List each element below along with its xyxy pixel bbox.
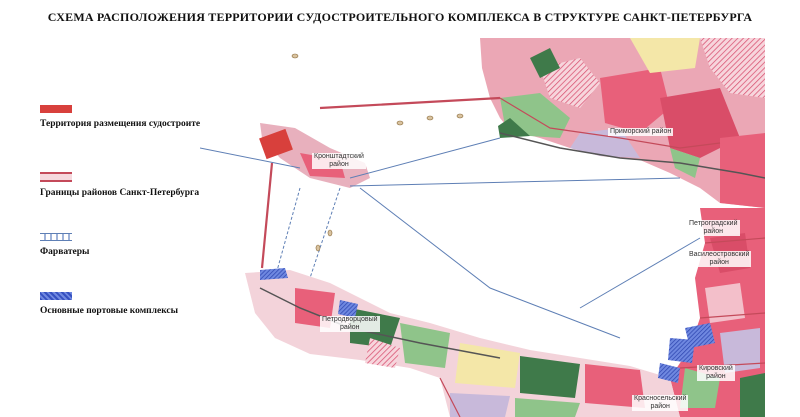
dam-boundary: [260, 96, 501, 269]
legend-item-borders: Границы районов Санкт-Петербурга: [40, 172, 199, 198]
legend-swatch-fairways: [40, 233, 72, 241]
legend-label-borders: Границы районов Санкт-Петербурга: [40, 188, 200, 198]
legend-swatch-shipyard: [40, 105, 72, 113]
legend-swatch-borders: [40, 172, 72, 182]
label-primorsky: Приморский район: [608, 128, 674, 136]
label-vasileostrovsky: Василеостровский район: [687, 251, 752, 267]
legend-label-shipyard: Территория размещения судостроительного …: [40, 119, 278, 129]
label-kirovsky: Кировский район: [697, 365, 735, 381]
legend-item-fairways: Фарватеры: [40, 233, 89, 257]
port-complexes: [260, 268, 715, 383]
legend-item-shipyard: Территория размещения судостроительного …: [40, 105, 278, 129]
legend-label-fairways: Фарватеры: [40, 247, 90, 257]
label-kronshtadt: Кронштадтский район: [312, 153, 366, 169]
forts-islets: [291, 53, 464, 252]
legend-item-ports: Основные портовые комплексы: [40, 292, 178, 316]
fairways: [200, 137, 701, 339]
map-title: СХЕМА РАСПОЛОЖЕНИЯ ТЕРРИТОРИИ СУДОСТРОИТ…: [47, 10, 753, 24]
district-boundaries: [439, 97, 765, 417]
shipyard-site: [259, 128, 293, 160]
legend-swatch-ports: [40, 292, 72, 300]
map-canvas: [200, 38, 765, 417]
label-krasnoselsky: Красносельский район: [632, 395, 689, 411]
legend-label-ports: Основные портовые комплексы: [40, 306, 179, 316]
map: Кронштадтский район Приморский район Пет…: [200, 38, 765, 417]
label-petrogradsky: Петроградский район: [687, 220, 740, 236]
label-petrodvortsovy: Петродворцовый район: [320, 316, 380, 332]
